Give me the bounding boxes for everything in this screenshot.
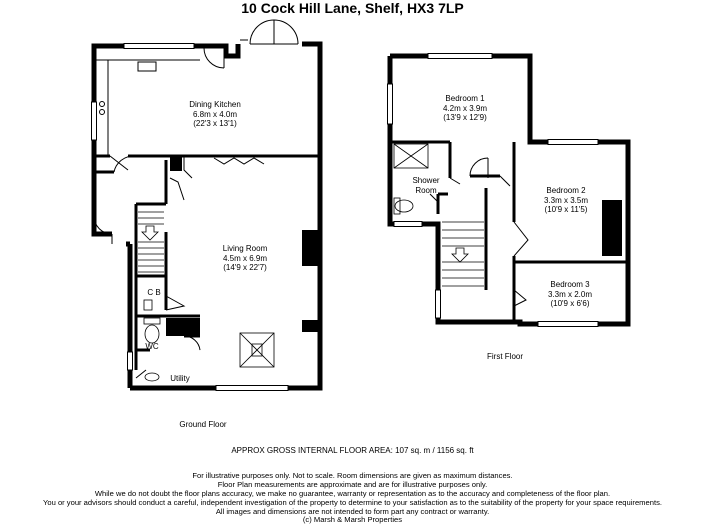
dining-kitchen-name: Dining Kitchen: [189, 100, 241, 109]
property-address-title: 10 Cock Hill Lane, Shelf, HX3 7LP: [241, 0, 464, 16]
ground-floor-label: Ground Floor: [179, 420, 227, 429]
disclaimer-line-1: For illustrative purposes only. Not to s…: [192, 471, 513, 480]
bedroom2-name: Bedroom 2: [546, 186, 586, 195]
kitchen-units: [96, 47, 225, 156]
shower-room-line1: Shower: [412, 176, 440, 185]
windows: [91, 43, 289, 391]
bedroom3-name: Bedroom 3: [550, 280, 590, 289]
living-room-label: Living Room 4.5m x 6.9m (14'9 x 22'7): [200, 244, 290, 273]
bedroom1-name: Bedroom 1: [445, 94, 485, 103]
french-doors: [240, 19, 299, 45]
gross-floor-area: APPROX GROSS INTERNAL FLOOR AREA: 107 sq…: [231, 446, 474, 455]
bedroom2-metric: 3.3m x 3.5m: [543, 195, 588, 205]
living-room-metric: 4.5m x 6.9m: [222, 253, 267, 263]
bedroom1-imperial: (13'9 x 12'9): [443, 113, 487, 122]
first-floor-windows: [387, 53, 599, 327]
ground-fixtures: [143, 299, 275, 382]
ground-floor-walls: [91, 41, 323, 391]
living-room-name: Living Room: [222, 244, 268, 253]
copyright-line: (c) Marsh & Marsh Properties: [302, 515, 403, 524]
dining-kitchen-label: Dining Kitchen 6.8m x 4.0m (22'3 x 13'1): [170, 100, 260, 129]
shower-room-label: Shower Room: [404, 176, 448, 195]
dining-kitchen-imperial: (22'3 x 13'1): [193, 119, 237, 128]
bedroom1-label: Bedroom 1 4.2m x 3.9m (13'9 x 12'9): [420, 94, 510, 123]
ground-stairs: [138, 211, 164, 273]
first-floor-label: First Floor: [487, 352, 523, 361]
utility-label: Utility: [170, 374, 190, 383]
bedroom3-metric: 3.3m x 2.0m: [547, 289, 592, 299]
living-room-imperial: (14'9 x 22'7): [223, 263, 267, 272]
wc-label: WC: [145, 342, 159, 351]
first-floor-doors: [429, 157, 529, 307]
bedroom2-label: Bedroom 2 3.3m x 3.5m (10'9 x 11'5): [521, 186, 611, 215]
first-floor-stairs: [442, 221, 484, 287]
ground-doors: [93, 155, 265, 379]
bedroom3-imperial: (10'9 x 6'6): [550, 299, 590, 308]
disclaimer-line-3: While we do not doubt the floor plans ac…: [94, 489, 611, 498]
shower-room-line2: Room: [415, 185, 437, 195]
bedroom1-metric: 4.2m x 3.9m: [442, 103, 487, 113]
cupboard-label: C B: [147, 288, 161, 297]
bedroom3-label: Bedroom 3 3.3m x 2.0m (10'9 x 6'6): [525, 280, 615, 309]
first-floor-inner-walls: [390, 140, 628, 322]
disclaimer-line-2: Floor Plan measurements are approximate …: [217, 480, 488, 489]
dining-kitchen-metric: 6.8m x 4.0m: [192, 109, 237, 119]
shower-room-fixtures: [393, 143, 429, 215]
disclaimer-line-5: All images and dimensions are not intend…: [215, 507, 490, 516]
disclaimer-line-4: You or your advisors should conduct a ca…: [43, 498, 662, 507]
bedroom2-imperial: (10'9 x 11'5): [544, 205, 588, 214]
chimney-breasts: [166, 156, 622, 336]
